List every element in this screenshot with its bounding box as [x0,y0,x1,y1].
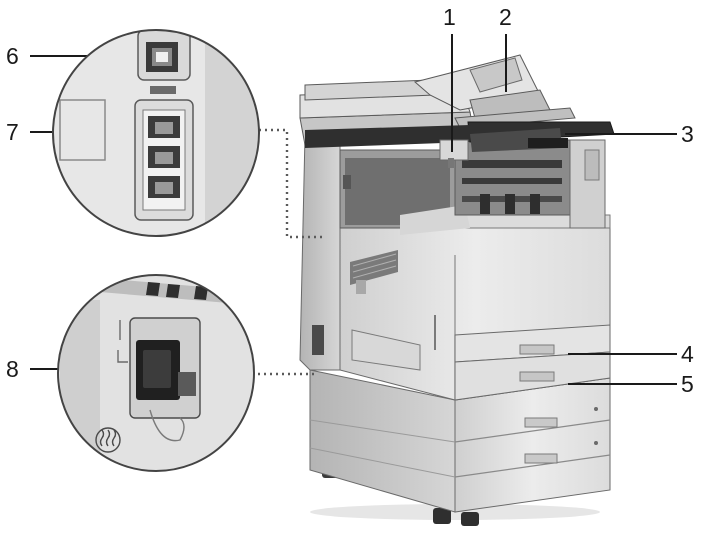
copier-machine [299,54,615,526]
callout-1: 1 [443,4,456,30]
power-switch-icon [136,340,196,400]
callout-7: 7 [6,119,19,145]
callout-5: 5 [681,371,694,397]
side-vent [350,250,398,285]
phone-jack-icon [148,116,180,198]
heat-warning-icon [95,427,121,453]
callout-6: 6 [6,43,19,69]
callout-3: 3 [681,121,694,147]
callout-4: 4 [681,341,694,367]
zoom-power-switch-detail [57,274,255,472]
zoom-ports-detail [52,29,260,237]
zoom-connectors [258,128,325,376]
callout-2: 2 [499,4,512,30]
callout-8: 8 [6,356,19,382]
ethernet-port-icon [146,42,178,72]
